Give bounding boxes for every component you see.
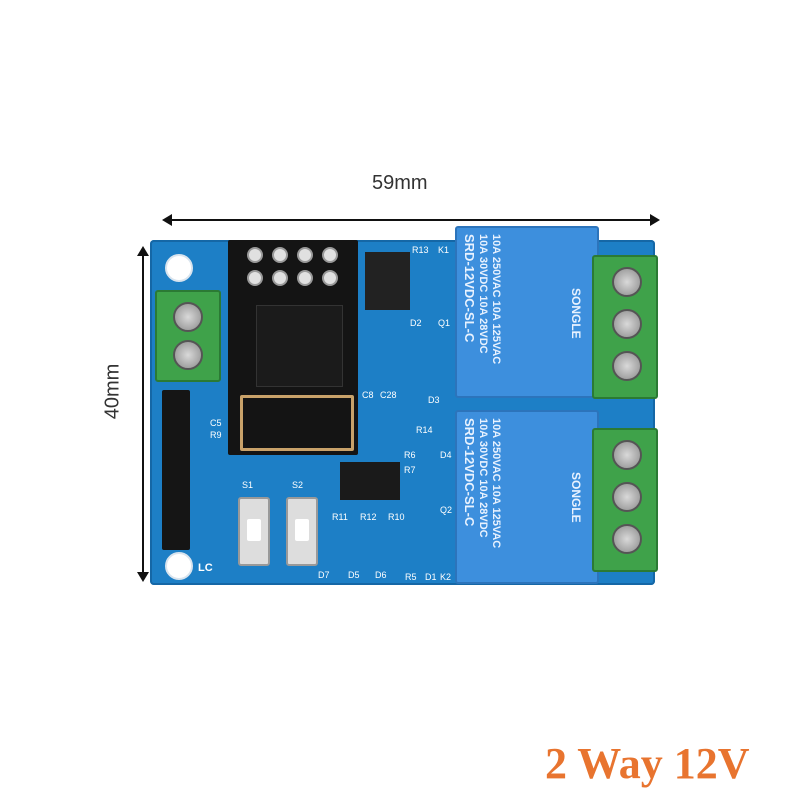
silk-label: R6 — [404, 450, 416, 460]
silk-label: S2 — [292, 480, 304, 490]
silk-label: D3 — [428, 395, 440, 405]
silk-label: R12 — [360, 512, 377, 522]
silk-label: C5 — [210, 418, 222, 428]
pin — [297, 270, 313, 286]
silk-label: D5 — [348, 570, 360, 580]
relay-rating: 10A 250VAC 10A 125VAC — [490, 418, 502, 549]
relay-2: 10A 250VAC 10A 125VAC 10A 30VDC 10A 28VD… — [455, 410, 599, 584]
silk-label: D6 — [375, 570, 387, 580]
pin — [322, 270, 338, 286]
pin — [247, 270, 263, 286]
silk-label: R9 — [210, 430, 222, 440]
silk-label: C28 — [380, 390, 397, 400]
screw-icon — [612, 267, 642, 297]
screw-icon — [173, 340, 203, 370]
silk-label: LC — [198, 562, 213, 574]
screw-icon — [612, 351, 642, 381]
mounting-hole — [165, 552, 193, 580]
arrow-left-icon — [162, 214, 172, 226]
silk-label: Q2 — [440, 505, 453, 515]
arrow-down-icon — [137, 572, 149, 582]
relay-model: SRD-12VDC-SL-C — [462, 418, 477, 527]
relay-brand: SONGLE — [569, 472, 583, 523]
esp-chip — [256, 305, 343, 387]
silk-label: K1 — [438, 245, 450, 255]
microcontroller-chip — [340, 462, 400, 500]
screw-icon — [612, 524, 642, 554]
silk-label: D7 — [318, 570, 330, 580]
silk-label: R7 — [404, 465, 416, 475]
pin-header — [162, 390, 190, 550]
relay-rating: 10A 250VAC 10A 125VAC — [490, 234, 502, 365]
width-arrow — [168, 219, 652, 221]
silk-label: D4 — [440, 450, 452, 460]
arrow-up-icon — [137, 246, 149, 256]
relay-2-terminal — [592, 428, 658, 572]
pin — [322, 247, 338, 263]
jumper-header — [365, 252, 410, 310]
silk-label: R5 — [405, 572, 417, 582]
relay-brand: SONGLE — [569, 288, 583, 339]
silk-label: D1 — [425, 572, 437, 582]
product-label: 2 Way 12V — [545, 739, 750, 788]
button-s1 — [238, 497, 270, 566]
screw-icon — [173, 302, 203, 332]
width-label: 59mm — [372, 172, 428, 194]
silk-label: D2 — [410, 318, 422, 328]
relay-model: SRD-12VDC-SL-C — [462, 234, 477, 343]
pin — [247, 247, 263, 263]
screw-icon — [612, 440, 642, 470]
relay-rating: 10A 30VDC 10A 28VDC — [477, 234, 489, 354]
height-label: 40mm — [101, 363, 124, 420]
relay-rating: 10A 30VDC 10A 28VDC — [477, 418, 489, 538]
pin — [297, 247, 313, 263]
silk-label: R13 — [412, 245, 429, 255]
pin — [272, 270, 288, 286]
silk-label: S1 — [242, 480, 254, 490]
silk-label: R11 — [332, 512, 348, 522]
screw-icon — [612, 309, 642, 339]
screw-icon — [612, 482, 642, 512]
silk-label: Q1 — [438, 318, 451, 328]
button-s2 — [286, 497, 318, 566]
pcb-antenna — [240, 395, 354, 451]
relay-1: 10A 250VAC 10A 125VAC 10A 30VDC 10A 28VD… — [455, 226, 599, 398]
height-arrow — [142, 254, 144, 574]
power-terminal — [155, 290, 221, 382]
silk-label: R14 — [416, 425, 433, 435]
arrow-right-icon — [650, 214, 660, 226]
mounting-hole — [165, 254, 193, 282]
silk-label: K2 — [440, 572, 452, 582]
relay-1-terminal — [592, 255, 658, 399]
silk-label: C8 — [362, 390, 374, 400]
silk-label: R10 — [388, 512, 405, 522]
pin — [272, 247, 288, 263]
